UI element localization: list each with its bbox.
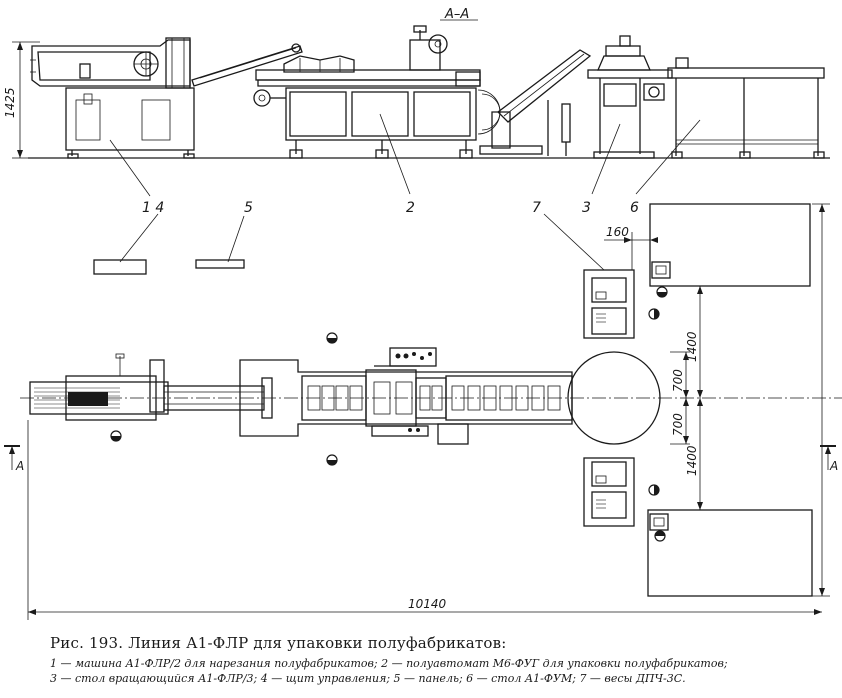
control-shield-4 [93, 259, 147, 275]
line-layout-drawing: 1425 А–А [3, 7, 842, 620]
height-dimension: 1425 [3, 41, 40, 159]
plan-view: 160 700 700 1400 1400 [4, 203, 842, 620]
height-dim-label: 1425 [3, 87, 17, 118]
legend-line-1: 1 — машина А1-ФЛР/2 для нарезания полуфа… [50, 657, 728, 670]
figure-caption: Рис. 193. Линия А1-ФЛР для упаковки полу… [50, 634, 830, 686]
operator-markers [110, 286, 668, 542]
dim-700-bottom: 700 [671, 413, 685, 436]
callout-1-4: 1 4 [142, 200, 164, 216]
section-mark-right-label: А [829, 459, 838, 473]
callout-7: 7 [532, 200, 541, 216]
output-conveyor-elevation [479, 49, 592, 156]
machine-2-plan [239, 347, 573, 445]
dim-160-label: 160 [606, 225, 629, 239]
dim-700-top: 700 [671, 369, 685, 392]
vertical-dimensions: 700 700 1400 1400 [670, 285, 704, 511]
callout-6: 6 [630, 200, 639, 216]
machine-2-elevation [253, 25, 501, 159]
total-length-label: 10140 [408, 597, 447, 611]
legend-line-2: 3 — стол вращающийся А1-ФЛР/3; 4 — щит у… [50, 672, 686, 685]
rotating-table-elevation [587, 35, 673, 159]
table-6-lower [647, 509, 813, 597]
callout-5: 5 [244, 200, 253, 216]
table-6-upper [649, 203, 811, 287]
callout-2: 2 [406, 200, 415, 216]
dimension-160: 160 [604, 225, 658, 270]
caption-title: Рис. 193. Линия А1-ФЛР для упаковки полу… [50, 634, 507, 652]
table-6-elevation [667, 57, 825, 159]
dim-1400-bottom: 1400 [685, 445, 699, 476]
panel-5 [195, 259, 245, 269]
overall-vertical-dimension [812, 203, 830, 597]
section-mark-left: А [4, 445, 24, 473]
rotating-table-plan [567, 351, 661, 445]
side-elevation: 1425 А–А [3, 7, 830, 197]
scales-7-upper [543, 213, 635, 339]
overall-length-dimension: 10140 [27, 420, 822, 620]
section-mark-right: А [820, 445, 838, 473]
section-label: А–А [444, 7, 469, 22]
section-mark-left-label: А [15, 459, 24, 473]
dim-1400-top: 1400 [685, 331, 699, 362]
callout-3: 3 [582, 200, 591, 216]
scales-7-lower [583, 457, 635, 527]
machine-1-elevation [30, 37, 303, 159]
machine-1-plan [29, 353, 265, 421]
